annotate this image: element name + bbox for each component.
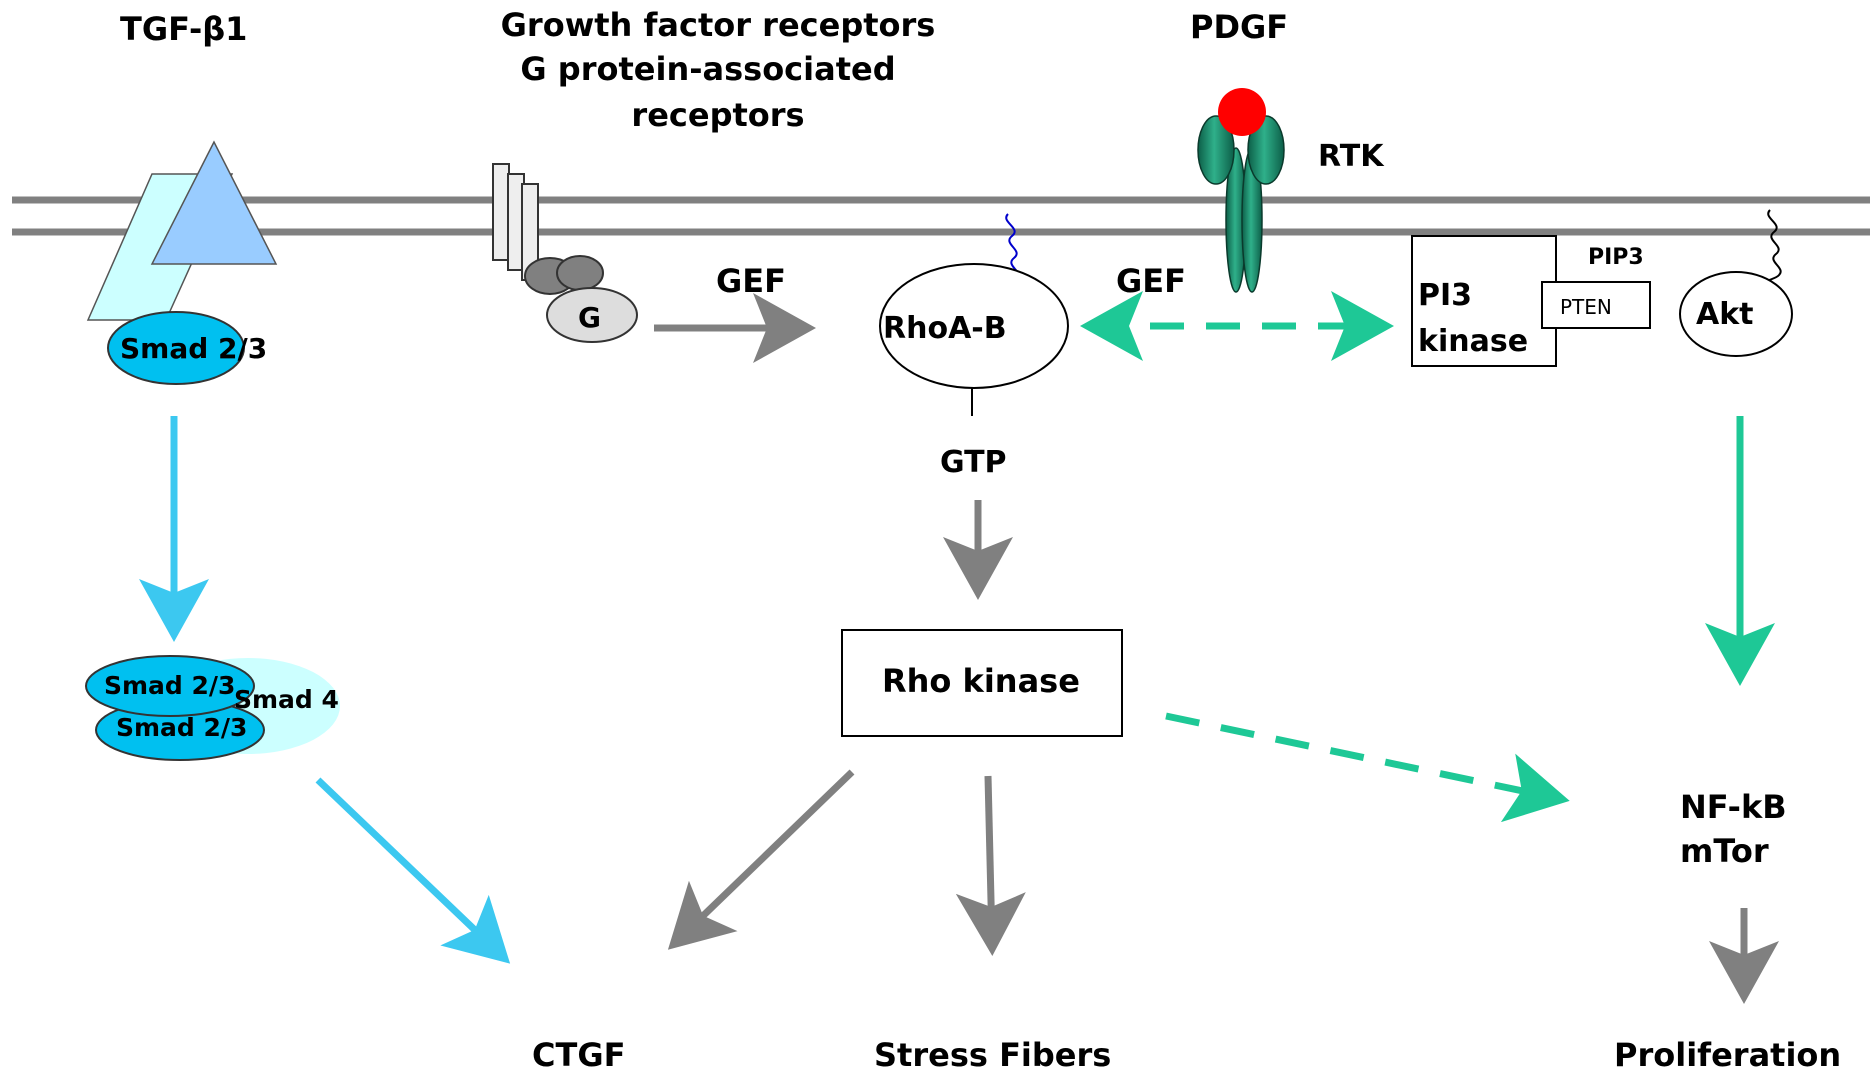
pip3-label: PIP3 [1588,245,1644,270]
pi3-kinase-box [1411,235,1557,367]
pten-label: PTEN [1560,295,1612,319]
ctgf-label: CTGF [532,1036,625,1074]
pten-box [1541,281,1651,329]
growth-factor-label-line3: receptors [631,96,804,134]
tgf-beta1-label: TGF-β1 [120,10,247,48]
rtk-lobe-left [1197,115,1235,185]
rho-kinase-to-nfkb-dashed-arrow [1165,712,1570,823]
smad-23-upper-ellipse [85,655,255,717]
pi3-label-line2: kinase [1418,324,1528,359]
g-protein-label: G [578,301,601,334]
rtk-receptor [1197,88,1285,293]
tgf-receptor [86,140,278,385]
rtk-label: RTK [1318,139,1385,174]
g-protein-subunit-2 [556,255,604,291]
smad-23-label: Smad 2/3 [120,332,267,365]
smad-lower-label: Smad 2/3 [116,713,247,742]
stress-fibers-label: Stress Fibers [874,1036,1111,1074]
mtor-label: mTor [1680,832,1769,870]
rho-kinase-label: Rho kinase [882,662,1080,700]
nfkb-label: NF-kB [1680,788,1787,826]
akt-label: Akt [1696,297,1754,332]
g-protein-alpha [546,287,638,343]
rhoa-b-node [879,263,1069,389]
smad-23-receptor-ellipse [107,311,245,385]
rhoa-b-label: RhoA-B [883,311,1007,346]
rho-kinase-to-ctgf-arrow [667,769,855,950]
growth-factor-label-line1: Growth factor receptors [501,6,936,44]
rtk-lobe-right [1247,115,1285,185]
gpcr-bar-1 [492,163,510,261]
rho-kinase-box [841,629,1123,737]
smad4-label: Smad 4 [234,685,339,714]
smad-to-ctgf-arrow [315,777,511,964]
tgf-receptor-triangle [150,140,278,265]
akt-node [1679,271,1793,357]
smad-upper-label: Smad 2/3 [104,671,235,700]
pdgf-ligand [1218,88,1266,136]
growth-factor-label-line2: G protein-associated [520,50,895,88]
gtp-label: GTP [940,445,1007,480]
proliferation-label: Proliferation [1614,1036,1841,1074]
gef-left-label: GEF [716,262,786,300]
pdgf-label: PDGF [1190,8,1288,46]
pi3-label-line1: PI3 [1418,278,1472,313]
rho-kinase-to-stress-fibers-arrow [955,775,1026,956]
gpcr-receptor [492,163,638,343]
gef-right-label: GEF [1116,262,1186,300]
